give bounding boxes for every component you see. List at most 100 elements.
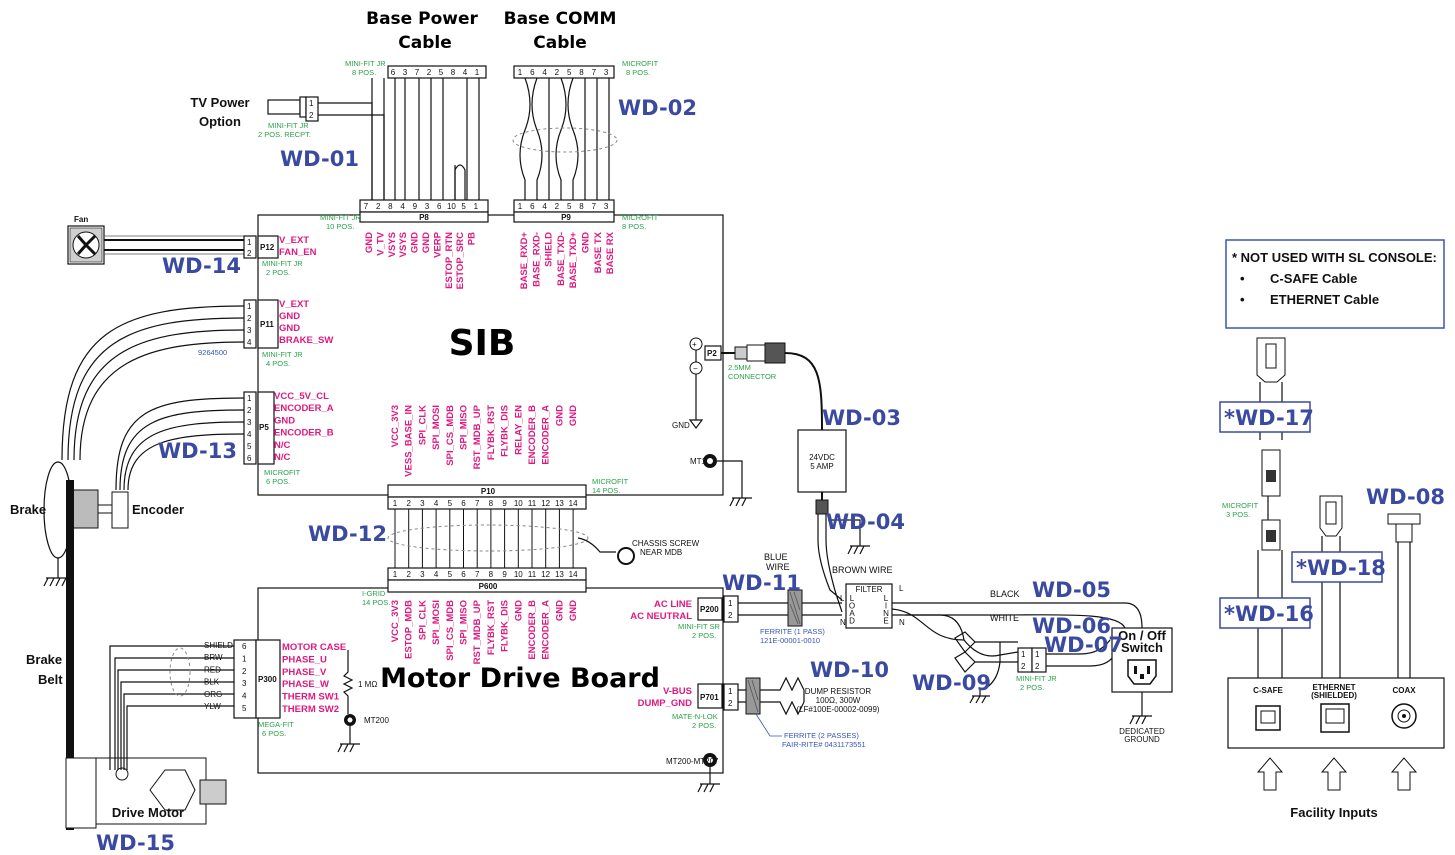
ethernet-cable [1319,495,1343,678]
wd17-note-1: MICROFIT [1222,501,1259,510]
p8-top-pin-5: 8 [451,68,456,77]
note-box [1225,239,1445,329]
p600-pin-12: 13 [555,570,564,579]
p9-signal-4: BASE_TXD+ [568,232,579,289]
p9-bottom-pin-2: 4 [542,202,547,211]
p9-top-note-2: 8 POS. [626,68,650,77]
p9-label: P9 [561,213,571,222]
p9-bottom-pin-6: 7 [592,202,597,211]
power-jack-symbol: + − [689,337,703,375]
p8-top-pin-0: 6 [391,68,396,77]
tv-recpt-note-2: 2 POS. RECPT. [258,130,311,139]
svg-text:6: 6 [247,454,252,463]
p9-top-pin-1: 6 [530,68,535,77]
p9-signal-5: GND [581,232,592,253]
psu-label-2: 5 AMP [810,462,834,471]
p8-bottom-pin-1: 2 [376,202,381,211]
note-bullet-2: • [1240,292,1245,307]
csafe-label: C-SAFE [1253,686,1283,695]
p12-note-2: 2 POS. [266,268,290,277]
p200-note-1: MINI-FIT SR [678,622,721,631]
switch-label-1: On / Off [1118,628,1166,643]
p11-signal-1: GND [279,311,300,322]
p11-note-2: 4 POS. [266,359,290,368]
p10-pin-1: 2 [406,499,411,508]
p10-pin-7: 8 [489,499,494,508]
p300-pin-5: 5 [242,704,247,713]
filter-pin-letter-2: A [849,609,855,618]
p600-signal-12: GND [554,600,565,621]
p300-pin-1: 1 [242,654,247,663]
fan-label: Fan [74,215,88,224]
p300-signal-5: THERM SW2 [282,704,339,715]
p5-signal-3: ENCODER_B [274,428,334,439]
p10-signal-5: SPI_MISO [459,405,470,450]
mt1-label: MT1 [690,457,707,466]
filter-box [845,583,893,629]
p300-signal-0: MOTOR CASE [282,642,346,653]
svg-text:1: 1 [728,599,733,608]
p10-signal-7: FLYBK_RST [486,405,497,460]
p10-signal-3: SPI_MOSI [431,405,442,450]
p600-pin-11: 12 [541,570,550,579]
ferrite2-note-1: FERRITE (2 PASSES) [784,731,859,740]
p600-signal-6: RST_MDB_UP [472,599,483,664]
p10-pin-8: 9 [502,499,507,508]
p11-signal-0: V_EXT [279,299,309,310]
svg-text:1: 1 [309,99,314,108]
svg-text:3: 3 [247,326,252,335]
p600-signal-5: SPI_MISO [459,600,470,645]
p10-pin-row [387,496,587,510]
p600-pin-6: 7 [475,570,480,579]
note-item-1: C-SAFE Cable [1270,271,1357,286]
ferrite2-note-2: FAIR-RITE# 0431173551 [782,740,866,749]
p300-note-2: 6 POS. [262,729,286,738]
p9-bottom-note-1: MICROFIT [622,213,659,222]
p300-pin-4: 4 [242,692,247,701]
p600-pin-7: 8 [489,570,494,579]
motor-drive-board-label: Motor Drive Board [380,663,660,694]
motor-wire-label-0: SHIELD [204,641,233,650]
resistor-label: 1 MΩ [358,680,377,689]
motor-wire-label-2: RED [204,665,221,674]
p5-signal-0: VCC_5V_CL [274,391,329,402]
p10-signal-10: ENCODER_B [527,405,538,465]
wd-16-label: *WD-16 [1224,602,1314,626]
p12-label: P12 [260,243,275,252]
p9-bottom-pin-5: 8 [579,202,584,211]
wd07-note-1: MINI-FIT JR [1016,674,1057,683]
p9-top-pin-3: 2 [555,68,560,77]
sib-board [257,214,724,496]
p701-signal-0: V-BUS [663,686,692,697]
base-power-cable-title-2: Cable [398,33,451,53]
svg-text:2: 2 [247,406,252,415]
p10-label: P10 [481,487,496,496]
p9-signal-7: BASE RX [605,231,616,274]
encoder-label: Encoder [132,502,184,517]
tv-power-label-1: TV Power [190,95,249,110]
svg-text:5: 5 [247,442,252,451]
p10-signal-8: FLYBK_DIS [500,405,511,457]
ethernet-label-1: ETHERNET [1312,683,1355,692]
base-comm-cable [512,65,618,223]
motor-wire-label-5: YLW [204,702,221,711]
power-inlet-icon [1127,659,1157,685]
p5-signal-2: GND [274,415,295,426]
brake-label: Brake [10,502,46,517]
p5-note-1: MICROFIT [264,468,301,477]
coax-label: COAX [1392,686,1416,695]
encoder-body [111,491,129,529]
psu-box [797,429,847,493]
mt200-207-label: MT200-MT207 [666,757,719,766]
black-wire-label: BLACK [990,589,1020,599]
p600-signal-2: SPI_CLK [417,600,428,640]
p200-note-2: 2 POS. [692,631,716,640]
dump-resistor-2: 100Ω, 300W [816,696,861,705]
white-wire-label: WHITE [990,613,1019,623]
filter-pin-letter-1: O [849,602,855,611]
gnd-label: GND [672,421,690,430]
p600-signal-9: GND [513,600,524,621]
p9-bottom-pin-0: 1 [518,202,523,211]
facility-inputs-label: Facility Inputs [1290,805,1377,820]
wd-07-label: WD-07 [1044,633,1123,657]
